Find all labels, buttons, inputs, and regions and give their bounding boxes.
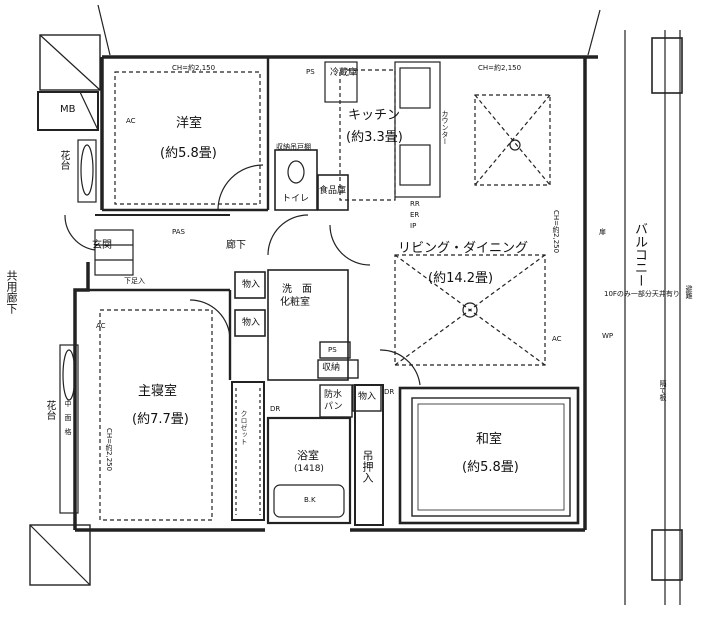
ac-label-1: AC — [126, 117, 136, 125]
shoe-storage-label: 下足入 — [124, 277, 145, 285]
bathtub — [273, 484, 345, 518]
outer-walls — [73, 55, 598, 532]
living-dash-top — [474, 94, 551, 186]
pantry-box — [317, 174, 349, 211]
closet-box-1 — [234, 271, 266, 299]
kitchen-name: キッチン — [348, 108, 401, 123]
washroom — [267, 269, 349, 381]
fridge-box — [324, 61, 358, 103]
western-room-name: 洋室 — [176, 116, 203, 131]
balcony-note: 10Fのみ一部分天井有り — [604, 290, 680, 298]
rr-label: RR — [410, 200, 420, 208]
counter-label: カウンター — [441, 110, 449, 145]
flower-bed-bottom — [59, 344, 79, 514]
toilet-label: トイレ — [282, 194, 310, 204]
ch-right: CH=約2,250 — [552, 210, 560, 254]
kitchen-size: (約3.3畳) — [346, 130, 403, 145]
master-bedroom-size: (約7.7畳) — [132, 412, 189, 427]
ac-label-3: AC — [552, 335, 562, 343]
door-arc-1 — [217, 164, 264, 211]
wall-left-mid — [73, 262, 90, 530]
waterproof-pan-label-1: 防水 — [324, 390, 343, 400]
ch-top-right: CH=約2,150 — [478, 64, 522, 72]
japanese-room-outer — [398, 386, 580, 525]
storage-label: 収納 — [322, 363, 341, 373]
mb-box — [37, 91, 99, 131]
left-box-top — [39, 34, 101, 91]
stove — [399, 67, 431, 109]
toilet-room — [274, 149, 318, 211]
bedroom-dash — [99, 309, 213, 521]
shared-corridor-label: 共用廊下 — [5, 270, 18, 314]
ac-label-2: AC — [96, 322, 106, 330]
bk-label: B.K — [304, 496, 316, 504]
balcony-label: バルコニー — [632, 222, 647, 287]
mb-label: MB — [60, 104, 76, 115]
bathroom-name: 浴室 — [297, 449, 319, 462]
living-dash-bottom — [394, 254, 546, 366]
western-room-size: (約5.8畳) — [160, 146, 217, 161]
closet-vertical — [231, 381, 265, 521]
sink — [399, 144, 431, 186]
pantry-label: 食品庫 — [319, 186, 347, 196]
flower-bed-label-2: 花台 — [44, 400, 55, 420]
emergency-label: 避難 — [685, 285, 693, 299]
door-arc-3 — [189, 299, 231, 341]
ps-box — [319, 341, 351, 359]
ip-label: IP — [410, 222, 417, 230]
er-label: ER — [410, 211, 420, 219]
western-room-dash — [114, 71, 261, 205]
hanging-closet-label: 吊押入 — [361, 450, 374, 483]
closet-2-label: 物入 — [242, 318, 261, 328]
washroom-label-2: 化粧室 — [280, 297, 310, 308]
washroom-label-1: 洗 面 — [282, 284, 312, 295]
lattice-label: 中 面 格 — [64, 400, 72, 435]
master-bedroom-name: 主寝室 — [138, 384, 178, 399]
closet-box-3 — [352, 384, 382, 412]
closet-box-2 — [234, 309, 266, 337]
bathroom-room — [266, 416, 352, 525]
flower-bed-label-1: 花台 — [58, 150, 69, 170]
balcony-pillar-top — [651, 37, 683, 94]
japanese-room-inner — [411, 397, 571, 517]
dr-label-2: DR — [384, 388, 395, 396]
kitchen-dash — [339, 69, 396, 201]
japanese-room-name: 和室 — [476, 432, 503, 447]
pas-label: PAS — [172, 228, 186, 236]
japanese-room-size: (約5.8畳) — [462, 460, 519, 475]
dr-label-1: DR — [270, 405, 281, 413]
ch-top-left: CH=約2,150 — [172, 64, 216, 72]
balcony-pillar-bottom — [651, 529, 683, 581]
door-label-1: 扉 — [599, 228, 606, 236]
closet-vertical-label: クロゼット — [240, 410, 248, 445]
ch-left: CH=約2,250 — [105, 428, 113, 472]
bathroom-size: (1418) — [294, 464, 324, 474]
corridor-label: 廊下 — [226, 240, 246, 251]
closet-1-label: 物入 — [242, 280, 261, 290]
ps-top-label: PS — [306, 68, 315, 76]
ps-mid-label: PS — [328, 346, 337, 354]
door-arc-6 — [379, 349, 421, 386]
door-arc-5 — [329, 224, 371, 266]
left-box-bottom — [29, 524, 91, 586]
flower-bed-top — [77, 139, 97, 203]
waterproof-pan — [319, 384, 353, 418]
storage-box — [317, 359, 359, 379]
waterproof-pan-label-2: パン — [324, 402, 343, 412]
storage-upper-label: 収納吊戸棚 — [276, 143, 311, 151]
wp-label: WP — [602, 332, 614, 340]
living-dining-size: (約14.2畳) — [428, 271, 494, 286]
partition-label: 隔て板 — [659, 380, 667, 401]
fridge-label: 冷蔵庫 — [330, 68, 358, 78]
door-arc-4 — [64, 214, 96, 251]
entrance-label: 玄関 — [92, 240, 112, 251]
door-arc-2 — [267, 214, 309, 256]
entrance-steps — [94, 229, 134, 276]
living-dining-name: リビング・ダイニング — [398, 241, 529, 256]
closet-3-label: 物入 — [358, 392, 377, 402]
